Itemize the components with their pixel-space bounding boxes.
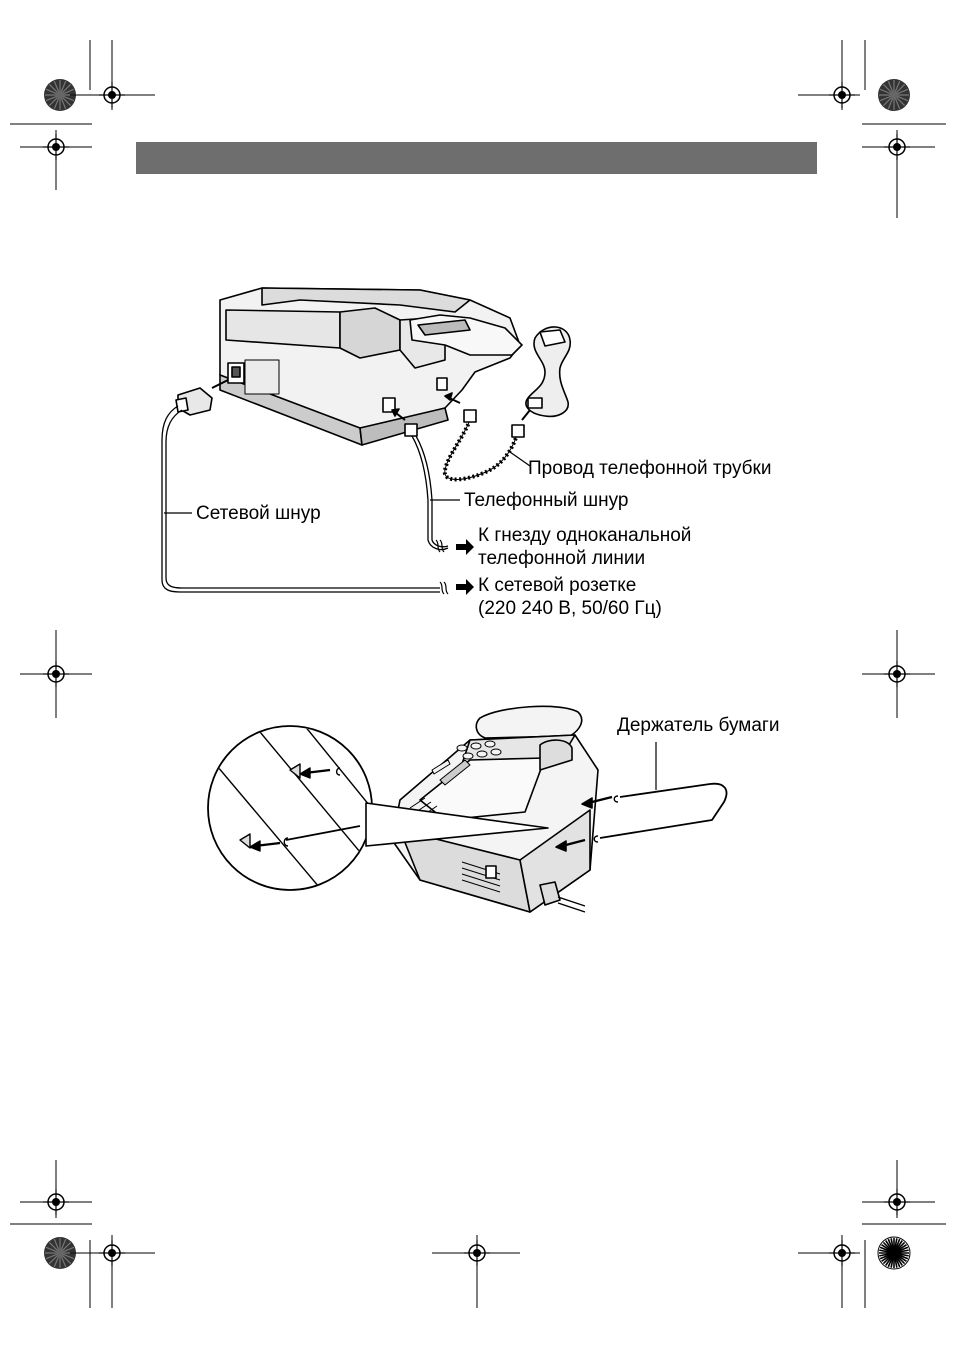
to-outlet-label-2: (220 240 В, 50/60 Гц) bbox=[478, 598, 662, 620]
power-cord-label: Сетевой шнур bbox=[196, 503, 321, 525]
paper-holder-wire bbox=[600, 784, 726, 838]
to-line-label-1: К гнезду одноканальной bbox=[478, 525, 691, 547]
to-outlet-label-1: К сетевой розетке bbox=[478, 575, 636, 597]
telephone-cord-label: Телефонный шнур bbox=[464, 490, 628, 512]
to-line-label-2: телефонной линии bbox=[478, 548, 645, 570]
handset-cord-label: Провод телефонной трубки bbox=[528, 458, 771, 480]
fax-machine-front bbox=[392, 706, 598, 912]
paper-holder-label: Держатель бумаги bbox=[617, 715, 779, 737]
